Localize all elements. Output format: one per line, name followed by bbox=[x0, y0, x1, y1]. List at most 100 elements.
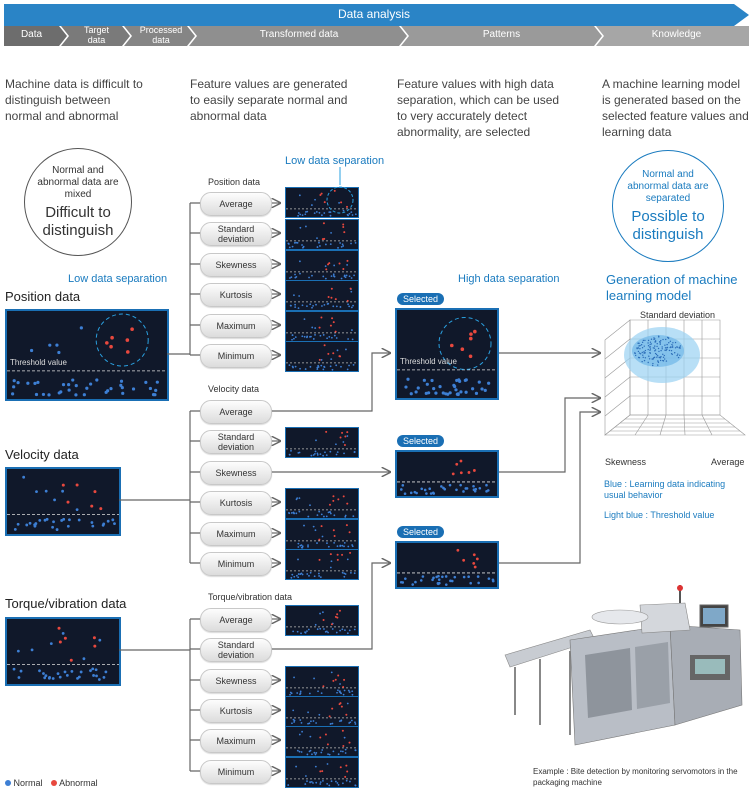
scatter-dot bbox=[474, 391, 479, 396]
scatter-dot bbox=[339, 766, 342, 769]
scatter-dot bbox=[293, 241, 296, 244]
model-dot bbox=[677, 353, 679, 355]
selected-threshold-label: Threshold value bbox=[400, 357, 457, 366]
scatter-dot bbox=[17, 676, 21, 679]
scatter-dot bbox=[93, 490, 97, 494]
scatter-dot bbox=[61, 631, 65, 635]
model-dot bbox=[666, 348, 668, 350]
mini-scatter-icon bbox=[286, 344, 358, 371]
scatter-dot bbox=[300, 546, 303, 549]
scatter-dot bbox=[47, 393, 51, 397]
scatter-dot bbox=[322, 685, 325, 688]
position-scatter-icon bbox=[7, 313, 167, 397]
scatter-dot bbox=[48, 675, 52, 679]
scatter-dot bbox=[349, 551, 352, 554]
model-dot bbox=[644, 349, 647, 352]
scatter-dot bbox=[33, 381, 37, 385]
velocity-data-panel bbox=[5, 467, 121, 536]
model-dot bbox=[659, 340, 661, 343]
scatter-dot bbox=[444, 392, 448, 396]
scatter-dot bbox=[342, 209, 345, 212]
pos-average-pill: Average bbox=[200, 192, 272, 216]
model-dot bbox=[656, 354, 659, 357]
scatter-dot bbox=[327, 352, 330, 355]
scatter-dot bbox=[77, 518, 81, 522]
scatter-dot bbox=[325, 268, 328, 271]
scatter-dot bbox=[55, 343, 59, 347]
model-dot bbox=[661, 346, 663, 348]
scatter-dot bbox=[326, 337, 328, 340]
scatter-dot bbox=[316, 628, 319, 631]
scatter-dot bbox=[449, 579, 452, 583]
scatter-dot bbox=[348, 275, 351, 278]
scatter-dot bbox=[325, 430, 328, 433]
model-dot bbox=[654, 340, 657, 342]
scatter-dot bbox=[300, 632, 302, 635]
selected-velocity-panel bbox=[395, 450, 499, 498]
scatter-dot bbox=[61, 483, 65, 487]
model-dot bbox=[669, 340, 672, 342]
scatter-dot bbox=[342, 245, 345, 247]
scatter-dot bbox=[320, 364, 323, 367]
scatter-dot bbox=[111, 518, 115, 522]
model-dot bbox=[644, 339, 646, 342]
scatter-dot bbox=[406, 377, 410, 381]
scatter-dot bbox=[293, 676, 295, 679]
tq-average-plot bbox=[285, 605, 359, 636]
scatter-dot bbox=[327, 753, 329, 756]
torque-data-panel bbox=[5, 617, 121, 686]
scatter-dot bbox=[319, 193, 322, 196]
scatter-dot bbox=[343, 736, 346, 739]
scatter-dot bbox=[322, 334, 325, 336]
scatter-dot bbox=[292, 630, 295, 633]
scatter-dot bbox=[332, 529, 335, 532]
scatter-dot bbox=[473, 565, 477, 569]
scatter-dot bbox=[295, 765, 298, 768]
scatter-dot bbox=[335, 780, 337, 783]
model-dot bbox=[638, 357, 641, 359]
scatter-dot bbox=[291, 338, 293, 341]
scatter-dot bbox=[465, 487, 469, 490]
scatter-dot bbox=[354, 749, 357, 751]
selected-scatter-icon bbox=[397, 316, 497, 397]
scatter-dot bbox=[290, 576, 293, 579]
scatter-dot bbox=[436, 582, 440, 585]
model-dot bbox=[657, 361, 660, 364]
legend: Normal Abnormal bbox=[5, 778, 98, 788]
scatter-dot bbox=[102, 675, 106, 679]
scatter-dot bbox=[473, 329, 477, 334]
scatter-dot bbox=[323, 344, 326, 347]
scatter-dot bbox=[331, 722, 334, 725]
scatter-dot bbox=[300, 751, 303, 753]
scatter-dot bbox=[449, 343, 454, 348]
scatter-dot bbox=[328, 503, 331, 506]
scatter-dot bbox=[323, 366, 326, 369]
pos-std-pill: Standard deviation bbox=[200, 222, 272, 246]
scatter-dot bbox=[317, 690, 319, 693]
scatter-dot bbox=[348, 305, 351, 308]
scatter-dot bbox=[456, 548, 460, 552]
scatter-dot bbox=[477, 380, 481, 384]
scatter-dot bbox=[353, 274, 355, 277]
scatter-dot bbox=[333, 534, 336, 537]
mini-scatter-icon bbox=[286, 702, 358, 725]
scatter-dot bbox=[354, 784, 357, 787]
model-dot bbox=[660, 340, 662, 342]
scatter-dot bbox=[340, 705, 343, 708]
model-dot bbox=[641, 341, 644, 344]
scatter-dot bbox=[310, 454, 313, 457]
scatter-dot bbox=[353, 450, 356, 453]
scatter-dot bbox=[320, 359, 323, 361]
scatter-dot bbox=[291, 722, 293, 725]
scatter-dot bbox=[297, 212, 300, 214]
pos-minimum-plot bbox=[285, 341, 359, 372]
scatter-dot bbox=[467, 471, 471, 474]
scatter-dot bbox=[444, 583, 448, 586]
scatter-dot bbox=[341, 571, 344, 574]
scatter-dot bbox=[330, 287, 333, 290]
scatter-dot bbox=[333, 189, 336, 192]
scatter-dot bbox=[41, 392, 46, 397]
scatter-dot bbox=[328, 511, 331, 513]
model-dot bbox=[676, 346, 678, 348]
scatter-dot bbox=[459, 459, 463, 463]
